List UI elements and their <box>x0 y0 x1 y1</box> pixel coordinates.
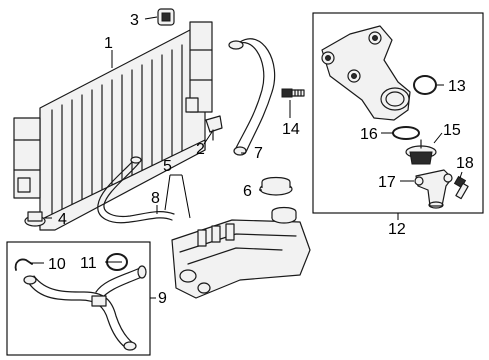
thermostat <box>405 139 437 165</box>
callout-9: 9 <box>158 290 167 307</box>
coolant-reservoir <box>171 206 311 299</box>
reservoir-cap <box>259 176 293 196</box>
callout-14: 14 <box>282 121 300 138</box>
callout-6: 6 <box>243 183 252 200</box>
callout-numbers: 1 2 3 4 5 6 7 8 9 10 11 12 13 14 15 16 1… <box>48 12 474 307</box>
radiator <box>13 21 213 231</box>
callout-10: 10 <box>48 256 66 273</box>
callout-12: 12 <box>388 221 406 238</box>
thermostat-seal <box>392 126 420 140</box>
hose-clamp <box>14 258 33 271</box>
callout-17: 17 <box>378 174 396 191</box>
upper-radiator-hose <box>228 38 276 156</box>
housing-o-ring <box>413 75 437 95</box>
callout-3: 3 <box>130 12 139 29</box>
heater-hose-assembly <box>23 265 147 351</box>
outlet-bolt <box>453 175 469 200</box>
callout-5: 5 <box>163 158 172 175</box>
callout-1: 1 <box>104 35 113 52</box>
callout-11: 11 <box>80 255 97 272</box>
callout-15: 15 <box>443 122 461 139</box>
radiator-insulator <box>24 211 46 227</box>
callout-7: 7 <box>254 145 263 162</box>
heater-hose-group-box <box>6 241 151 356</box>
callout-8: 8 <box>151 190 160 207</box>
thermostat-outlet <box>414 169 453 209</box>
thermostat-housing-bolt <box>281 88 305 98</box>
callout-13: 13 <box>448 78 466 95</box>
leader-lines <box>30 16 463 264</box>
hose-clip <box>205 115 223 141</box>
callout-18: 18 <box>456 155 474 172</box>
callout-16: 16 <box>360 126 378 143</box>
thermostat-housing <box>321 25 411 121</box>
overflow-hose <box>97 156 175 224</box>
radiator-bracket <box>157 8 175 26</box>
callout-4: 4 <box>58 211 67 228</box>
callout-2: 2 <box>196 141 205 158</box>
